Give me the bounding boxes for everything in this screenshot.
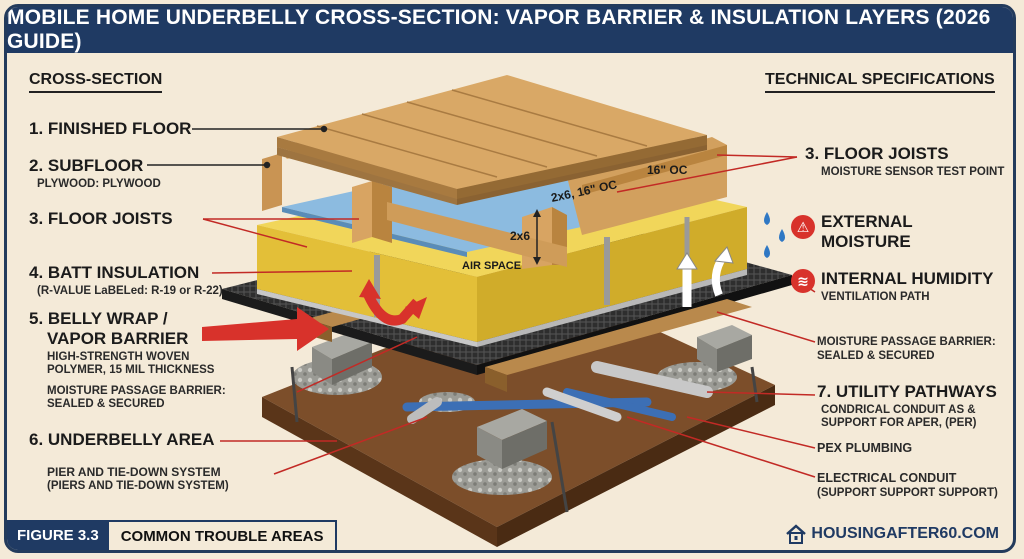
cross-section-diagram: 16" OC 2x6, 16" OC 2x6 AIR SPACE	[147, 75, 816, 547]
cross-section-heading: CROSS-SECTION	[29, 71, 163, 93]
electrical-conduit-label: ELECTRICAL CONDUIT	[817, 471, 957, 485]
red-leader-lines	[202, 154, 816, 478]
moisture-barrier-left-sub-1: MOISTURE PASSAGE BARRIER:	[47, 385, 226, 397]
pex-plumbing-label: PEX PLUMBING	[817, 441, 913, 455]
internal-humidity-icon: ≋	[791, 269, 815, 293]
floor-joists-label: 3. FLOOR JOISTS	[29, 209, 173, 228]
moisture-barrier-right-sub-2: SEALED & SECURED	[817, 350, 935, 362]
external-moisture-label: EXTERNAL	[821, 212, 913, 231]
vapor-barrier-label: VAPOR BARRIER	[47, 329, 189, 348]
moisture-barrier-right-sub-1: MOISTURE PASSAGE BARRIER:	[817, 336, 996, 348]
subfloor-label: 2. SUBFLOOR	[29, 156, 144, 175]
humidity-vent-arrows	[676, 246, 734, 307]
underbelly-area-label: 6. UNDERBELLY AREA	[29, 430, 215, 449]
internal-humidity-label: INTERNAL HUMIDITY	[821, 269, 994, 288]
figure-badge: FIGURE 3.3 COMMON TROUBLE AREAS	[7, 520, 338, 550]
moisture-flow-arrows	[202, 279, 427, 351]
subfloor-sub: PLYWOOD: PLYWOOD	[37, 178, 161, 190]
joist-size-label: 2x6	[510, 229, 530, 243]
belly-wrap-sub-1: HIGH-STRENGTH WOVEN	[47, 351, 190, 363]
air-space-label: AIR SPACE	[462, 260, 521, 272]
water-droplet-icons	[764, 212, 785, 258]
leader-lines	[147, 125, 328, 169]
figure-number: FIGURE 3.3	[7, 520, 109, 550]
joist-dimension-marker	[533, 209, 541, 265]
batt-insulation-label: 4. BATT INSULATION	[29, 263, 200, 282]
belly-wrap-label: 5. BELLY WRAP /	[29, 309, 168, 328]
belly-wrap-sub-2: POLYMER, 15 MIL THICKNESS	[47, 364, 215, 376]
floor-joists-spec-label: 3. FLOOR JOISTS	[805, 144, 949, 163]
utility-pathways-sub-1: CONDRICAL CONDUIT AS &	[821, 404, 976, 416]
finished-floor-label: 1. FINISHED FLOOR	[29, 119, 192, 138]
finished-floor-layer	[277, 75, 707, 199]
pier-system-sub: (PIERS AND TIE-DOWN SYSTEM)	[47, 480, 229, 492]
batt-insulation-sub: (R-VALUE LaBELed: R-19 or R-22)	[37, 285, 223, 297]
oc-label: 16" OC	[647, 163, 688, 177]
infographic-frame: MOBILE HOME UNDERBELLY CROSS-SECTION: VA…	[4, 4, 1016, 553]
figure-caption: COMMON TROUBLE AREAS	[108, 520, 338, 550]
tech-spec-heading: TECHNICAL SPECIFICATIONS	[765, 71, 995, 93]
pier-system-label: PIER AND TIE-DOWN SYSTEM	[47, 465, 221, 479]
brand-name: HOUSINGAFTER60.COM	[811, 525, 999, 542]
house-icon	[786, 524, 807, 544]
external-moisture-label-2: MOISTURE	[821, 232, 911, 251]
floor-joists-spec-sub: MOISTURE SENSOR TEST POINT	[821, 166, 1005, 178]
utility-pipes	[402, 361, 713, 424]
moisture-barrier-left-sub-2: SEALED & SECURED	[47, 398, 165, 410]
internal-humidity-sub: VENTILATION PATH	[821, 291, 930, 303]
external-moisture-icon: ⚠	[791, 215, 815, 239]
utility-pathways-sub-2: SUPPORT FOR APER, (PER)	[821, 417, 977, 429]
utility-pathways-label: 7. UTILITY PATHWAYS	[817, 382, 997, 401]
brand-logo: HOUSINGAFTER60.COM	[785, 524, 999, 544]
electrical-conduit-sub: (SUPPORT SUPPORT SUPPORT)	[817, 487, 998, 499]
page-title: MOBILE HOME UNDERBELLY CROSS-SECTION: VA…	[7, 7, 1013, 53]
